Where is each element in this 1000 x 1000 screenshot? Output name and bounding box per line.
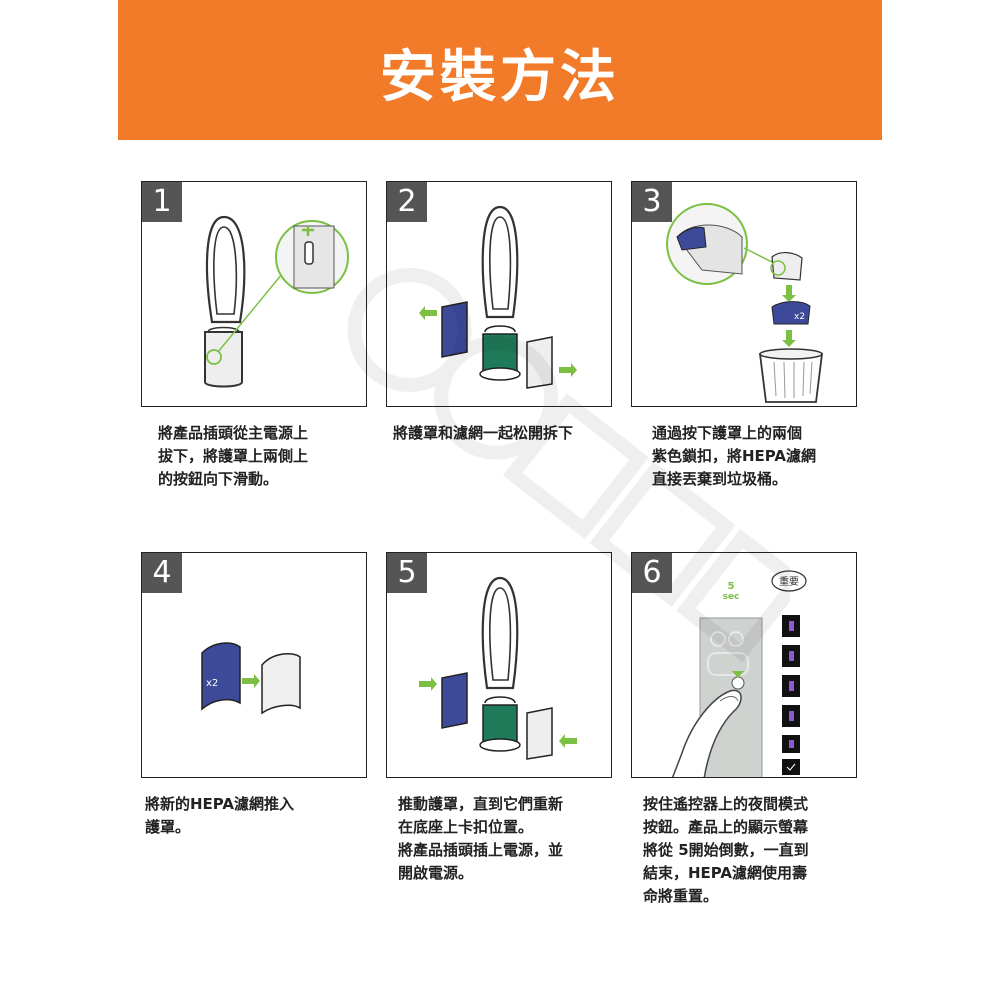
step-4-badge: x2 <box>206 678 218 689</box>
step-2-illustration <box>419 205 577 389</box>
step-5-panel: 5 <box>386 552 612 778</box>
step-6-description: 按住遙控器上的夜間模式 按鈕。產品上的顯示螢幕 將從 5開始倒數，一直到 結束，… <box>643 795 809 905</box>
header-banner: 安裝方法 <box>118 0 882 140</box>
step-5-description: 推動護罩，直到它們重新 在底座上卡扣位置。 將產品插頭插上電源，並 開啟電源。 <box>398 795 564 882</box>
step-3-badge: x2 <box>794 312 805 322</box>
step-number: 3 <box>632 182 672 222</box>
step-number: 4 <box>142 553 182 593</box>
step-4-description: 將新的HEPA濾網推入 護罩。 <box>145 795 295 836</box>
timer-value: 5 <box>728 581 735 592</box>
step-3-panel: 3 x2 <box>631 181 857 407</box>
step-1-panel: 1 <box>141 181 367 407</box>
step-2-description: 將護罩和濾網一起松開拆下 <box>393 424 574 442</box>
step-3-description: 通過按下護罩上的兩個 紫色鎖扣，將HEPA濾網 直接丟棄到垃圾桶。 <box>652 424 817 488</box>
step-number: 1 <box>142 182 182 222</box>
step-6-illustration: 5 sec 重要 <box>671 570 807 777</box>
step-3-illustration: x2 <box>666 203 824 403</box>
step-2-panel: 2 <box>386 181 612 407</box>
step-1-illustration <box>204 215 349 388</box>
page-title: 安裝方法 <box>380 44 620 110</box>
step-number: 5 <box>387 553 427 593</box>
step-4-illustration: x2 <box>201 642 301 715</box>
step-4-panel: 4 x2 <box>141 552 367 778</box>
important-label: 重要 <box>779 575 799 588</box>
step-number: 6 <box>632 553 672 593</box>
timer-unit: sec <box>723 592 740 602</box>
step-6-panel: 6 5 sec 重要 <box>631 552 857 778</box>
step-1-description: 將產品插頭從主電源上 拔下，將護罩上兩側上 的按鈕向下滑動。 <box>158 424 309 488</box>
step-number: 2 <box>387 182 427 222</box>
step-5-illustration <box>419 576 577 760</box>
